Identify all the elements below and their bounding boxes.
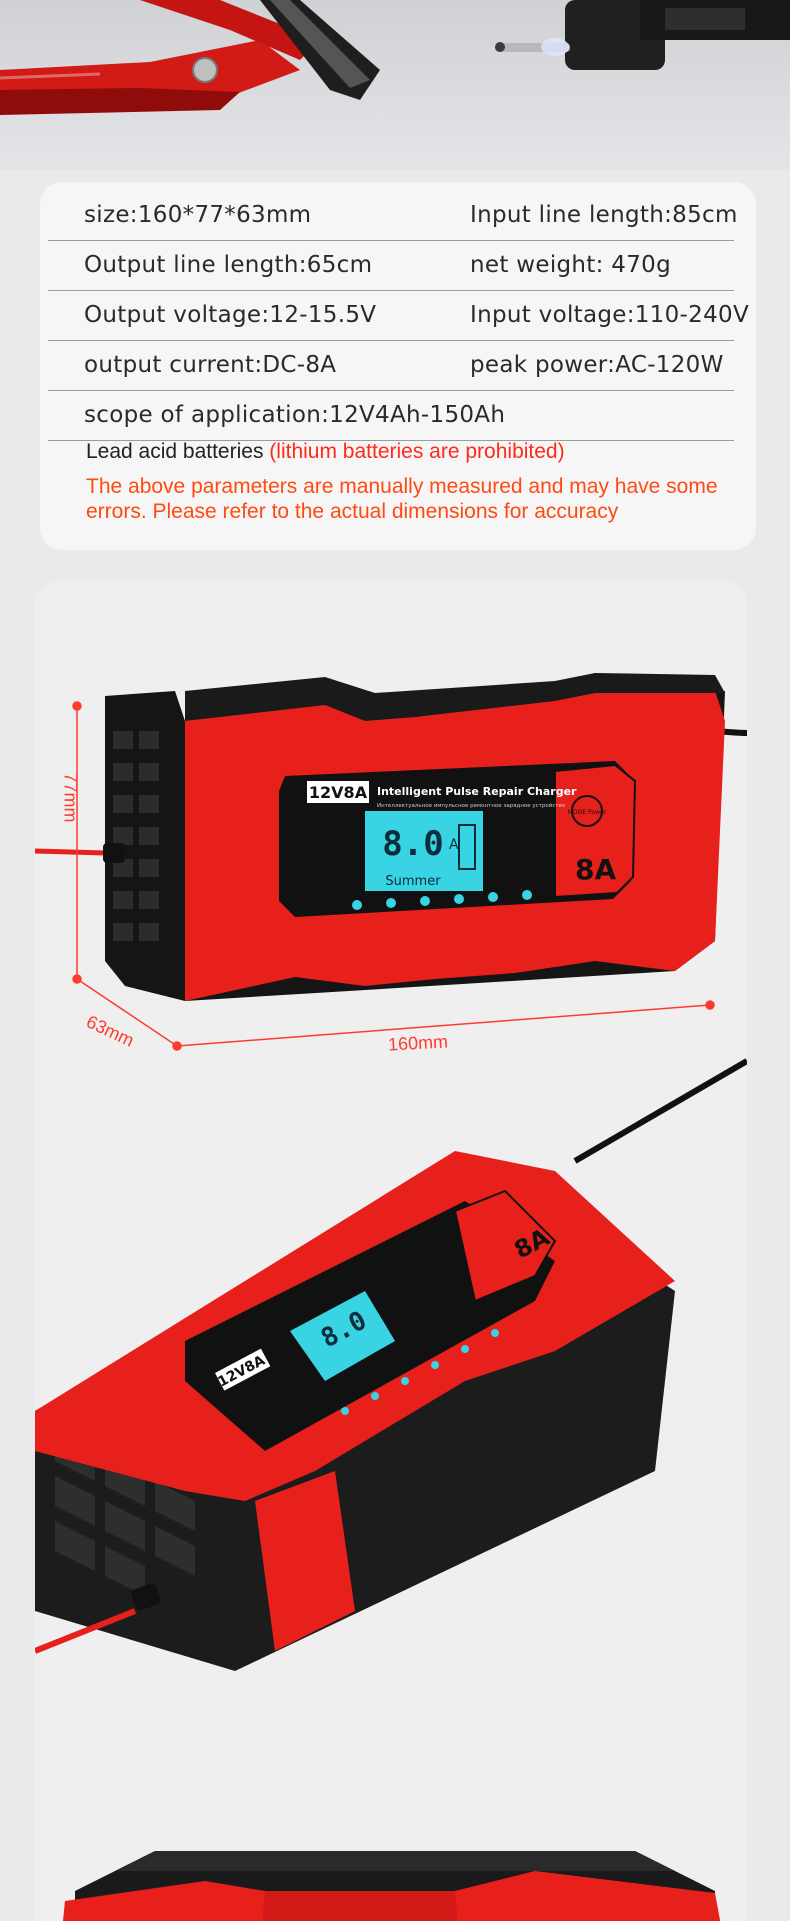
power-badge: MODE Power [568,809,607,816]
specifications-card: size:160*77*63mm Input line length:85cm … [40,182,756,550]
battery-type-text: Lead acid batteries [86,440,270,463]
spec-net-weight: net weight: 470g [470,252,671,278]
product-title: Intelligent Pulse Repair Charger [377,785,577,798]
battery-note: Lead acid batteries (lithium batteries a… [86,440,565,464]
spec-row: Output voltage:12-15.5V Input voltage:11… [48,292,749,341]
spec-output-current: output current:DC-8A [84,352,337,378]
measurement-disclaimer: The above parameters are manually measur… [86,475,718,523]
lithium-warning: (lithium batteries are prohibited) [269,440,565,463]
charger-front-view: 12V8A Intelligent Pulse Repair Charger И… [35,673,747,1051]
spec-row: Output line length:65cm net weight: 470g [48,242,734,291]
spec-row: output current:DC-8A peak power:AC-120W [48,342,734,391]
mode-indicator-leds [352,890,532,910]
spec-row: scope of application:12V4Ah-150Ah [48,392,734,441]
dimension-lines [72,701,715,1051]
product-images-card: 12V8A Intelligent Pulse Repair Charger И… [35,581,747,1921]
spec-row: size:160*77*63mm Input line length:85cm [48,192,737,241]
battery-clamp-icon [0,0,380,115]
charger-angled-view: 8A 8.0 12V8A [35,1058,747,1671]
lcd-unit: A [449,837,459,853]
hero-accessories-image [0,0,790,170]
lcd-value: 8.0 [382,824,443,864]
power-plug-icon [495,0,790,70]
product-subtitle: Интеллектуальное импульсное ремонтное за… [377,802,566,809]
spec-output-line-length: Output line length:65cm [84,252,373,278]
height-dimension: 77mm [60,772,81,823]
spec-input-voltage: Input voltage:110-240V [470,302,749,328]
spec-peak-power: peak power:AC-120W [470,352,724,378]
spec-input-line-length: Input line length:85cm [470,202,738,228]
model-badge: 12V8A [309,783,368,802]
lcd-mode: Summer [385,874,441,889]
charger-bottom-view [63,1851,721,1921]
spec-scope-of-application: scope of application:12V4Ah-150Ah [84,402,506,428]
rating-label: 8A [575,853,616,886]
spec-output-voltage: Output voltage:12-15.5V [84,302,377,328]
spec-size: size:160*77*63mm [84,202,312,228]
